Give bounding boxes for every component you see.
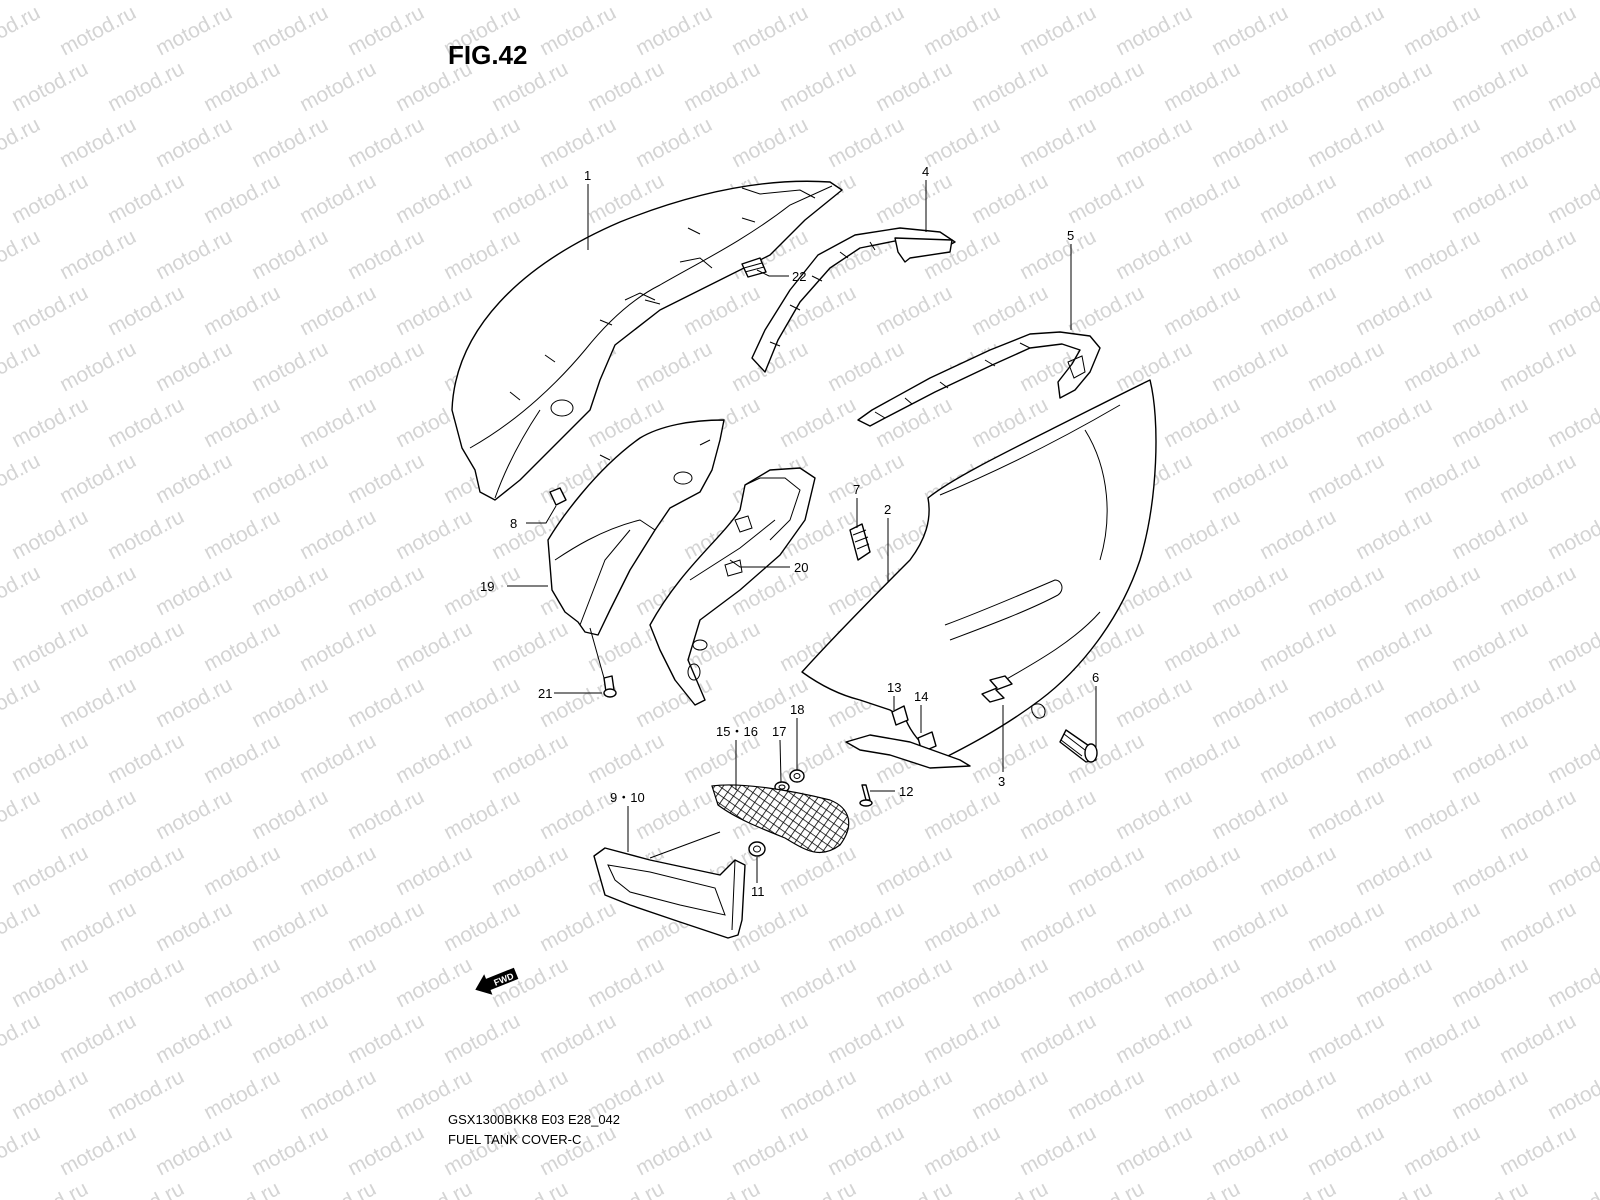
part-2-side-cover[interactable] xyxy=(801,379,1157,761)
callout-2: 2 xyxy=(884,502,891,517)
part-7-clip[interactable] xyxy=(849,523,871,561)
part-2-lower-edge xyxy=(845,734,971,769)
fwd-arrow-icon: FWD xyxy=(475,967,519,995)
callout-22: 22 xyxy=(792,269,806,284)
part-13-grommet[interactable] xyxy=(891,705,909,726)
callout-14: 14 xyxy=(914,689,928,704)
part-15-16-mesh[interactable] xyxy=(711,784,850,854)
part-11-nut[interactable] xyxy=(748,841,766,857)
leader-lines xyxy=(507,180,1097,883)
part-20-inner-duct[interactable] xyxy=(649,467,816,706)
part-9-10-grille-frame[interactable] xyxy=(593,847,746,939)
callout-11: 11 xyxy=(751,884,765,899)
figure-title: FIG.42 xyxy=(448,40,528,70)
callout-17: 17 xyxy=(772,724,786,739)
part-3-emblem[interactable] xyxy=(981,675,1013,703)
part-6-screw[interactable] xyxy=(1031,703,1098,763)
callout-18: 18 xyxy=(790,702,804,717)
part-22-label[interactable] xyxy=(741,257,767,278)
fwd-label: FWD xyxy=(492,971,515,988)
model-code: GSX1300BKK8 E03 E28_042 xyxy=(448,1112,621,1127)
callout-3: 3 xyxy=(998,774,1005,789)
callout-15-16: 15・16 xyxy=(716,724,758,739)
callout-21: 21 xyxy=(538,686,552,701)
assembly-name: FUEL TANK COVER-C xyxy=(448,1132,582,1147)
part-1-upper-cover[interactable] xyxy=(451,180,843,501)
part-4-trim-strip[interactable] xyxy=(751,227,956,373)
callout-4: 4 xyxy=(922,164,929,179)
callout-19: 19 xyxy=(480,579,494,594)
callout-8: 8 xyxy=(510,516,517,531)
callout-5: 5 xyxy=(1067,228,1074,243)
callout-6: 6 xyxy=(1092,670,1099,685)
part-5-lower-trim[interactable] xyxy=(857,331,1101,427)
callout-9-10: 9・10 xyxy=(610,790,645,805)
callout-7: 7 xyxy=(853,482,860,497)
part-21-rivet[interactable] xyxy=(603,675,617,698)
part-18-nut[interactable] xyxy=(789,769,805,783)
part-12-screw[interactable] xyxy=(859,784,873,807)
part-19-inner-panel[interactable] xyxy=(547,419,725,636)
callout-1: 1 xyxy=(584,168,591,183)
part-8-clip[interactable] xyxy=(549,487,567,506)
callout-13: 13 xyxy=(887,680,901,695)
callout-20: 20 xyxy=(794,560,808,575)
callout-labels: 1 2 3 4 5 6 7 8 9・10 11 12 13 14 15・16 1… xyxy=(480,164,1099,899)
callout-12: 12 xyxy=(899,784,913,799)
